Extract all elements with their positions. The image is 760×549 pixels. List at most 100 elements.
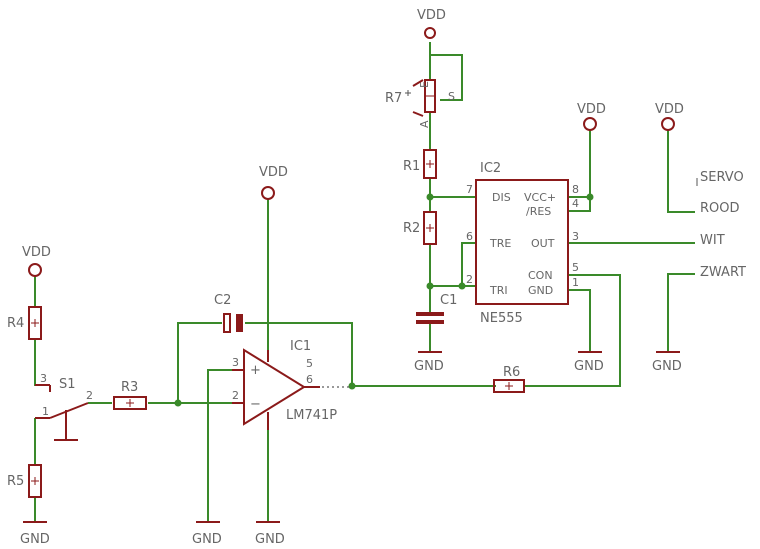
svg-text:VCC+: VCC+ [524, 191, 556, 204]
junction-dis [426, 193, 434, 201]
svg-text:5: 5 [306, 357, 313, 370]
svg-text:3: 3 [40, 372, 47, 385]
svg-text:R2: R2 [403, 221, 420, 236]
svg-text:TRE: TRE [489, 237, 511, 250]
svg-text:LM741P: LM741P [286, 408, 337, 423]
connector-rood: ROOD [700, 201, 740, 216]
svg-text:R5: R5 [7, 474, 24, 489]
wire-vdd-rood [667, 130, 695, 213]
svg-text:2: 2 [232, 389, 239, 402]
capacitor-c2: C2 [214, 293, 243, 333]
svg-text:/RES: /RES [526, 205, 551, 218]
gnd-268: GND [255, 521, 285, 547]
wire-con-r6 [524, 274, 621, 387]
wire-res [568, 197, 591, 212]
resistor-r3: R3 [113, 380, 147, 410]
svg-text:−: − [250, 397, 261, 412]
svg-text:C1: C1 [440, 293, 457, 308]
svg-text:GND: GND [414, 359, 444, 374]
vdd-590: VDD [577, 102, 606, 131]
svg-text:DIS: DIS [492, 191, 511, 204]
junctions [174, 193, 594, 407]
wire-tre [461, 242, 476, 286]
svg-text:E: E [418, 81, 431, 88]
potentiometer-r7: R7 E A S [385, 79, 455, 128]
gnd-208: GND [192, 521, 222, 547]
svg-text:1: 1 [572, 276, 579, 289]
vdd-430: VDD [417, 8, 446, 39]
vdd-268: VDD [259, 165, 288, 200]
svg-text:R7: R7 [385, 91, 402, 106]
svg-text:GND: GND [574, 359, 604, 374]
svg-text:4: 4 [572, 197, 579, 210]
svg-text:OUT: OUT [531, 237, 555, 250]
svg-text:WIT: WIT [700, 233, 725, 248]
svg-text:ZWART: ZWART [700, 265, 746, 280]
wire-zwart-gnd [667, 273, 695, 352]
svg-text:VDD: VDD [417, 8, 446, 23]
wire-fb-c2 [245, 322, 353, 386]
resistor-r2: R2 [403, 211, 437, 245]
svg-text:R4: R4 [7, 316, 24, 331]
resistor-r4: R4 [7, 306, 42, 340]
svg-text:1: 1 [42, 405, 49, 418]
junction-tri [426, 282, 434, 290]
gnd-430: GND [414, 351, 444, 374]
svg-text:S1: S1 [59, 377, 76, 392]
svg-text:VDD: VDD [259, 165, 288, 180]
pot-arrow-top [412, 79, 424, 87]
svg-text:VDD: VDD [655, 102, 684, 117]
switch-s1: S1 3 1 2 [35, 372, 93, 441]
svg-text:S: S [448, 90, 455, 103]
svg-text:GND: GND [192, 532, 222, 547]
resistor-r6: R6 [493, 365, 525, 393]
resistor-r1: R1 [403, 149, 437, 179]
resistor-r5: R5 [7, 464, 42, 498]
junction-vcc [586, 193, 594, 201]
wire-gnd-555 [568, 289, 591, 352]
vdd-668: VDD [655, 102, 684, 131]
ic2-ne555: IC2 NE555 DIS VCC+ /RES TRE OUT CON TRI … [466, 161, 579, 326]
svg-text:SERVO: SERVO [700, 170, 744, 185]
svg-text:GND: GND [255, 532, 285, 547]
svg-text:C2: C2 [214, 293, 231, 308]
svg-text:NE555: NE555 [480, 311, 523, 326]
svg-text:VDD: VDD [22, 245, 51, 260]
gnd-35: GND [20, 521, 50, 547]
svg-text:A: A [418, 120, 431, 128]
junction-minus [174, 399, 182, 407]
wire-plus-gnd [207, 369, 232, 522]
svg-text:5: 5 [572, 261, 579, 274]
svg-text:3: 3 [572, 230, 579, 243]
junction-tre [458, 282, 466, 290]
connector-servo: SERVO [696, 170, 744, 186]
svg-text:6: 6 [306, 373, 313, 386]
pot-arrow-bottom [412, 111, 424, 117]
svg-text:2: 2 [466, 273, 473, 286]
svg-text:R3: R3 [121, 380, 138, 395]
svg-text:CON: CON [528, 269, 553, 282]
junction-out [348, 382, 356, 390]
wire-vdd-pot [429, 42, 463, 101]
svg-text:IC1: IC1 [290, 339, 311, 354]
svg-text:R6: R6 [503, 365, 520, 380]
svg-text:GND: GND [20, 532, 50, 547]
connector-wit: WIT [700, 233, 725, 248]
svg-text:GND: GND [528, 284, 553, 297]
svg-text:IC2: IC2 [480, 161, 501, 176]
svg-text:6: 6 [466, 230, 473, 243]
svg-text:+: + [250, 363, 261, 378]
gnd-590: GND [574, 351, 604, 374]
ic1-lm741: + − 3 2 5 6 IC1 LM741P [232, 339, 352, 430]
svg-text:GND: GND [652, 359, 682, 374]
svg-text:8: 8 [572, 183, 579, 196]
svg-text:R1: R1 [403, 159, 420, 174]
vdd-35: VDD [22, 245, 51, 277]
wire-c2-left [177, 322, 222, 403]
connector-zwart: ZWART [700, 265, 746, 280]
svg-text:VDD: VDD [577, 102, 606, 117]
gnd-668: GND [652, 351, 682, 374]
svg-text:2: 2 [86, 389, 93, 402]
svg-text:ROOD: ROOD [700, 201, 740, 216]
